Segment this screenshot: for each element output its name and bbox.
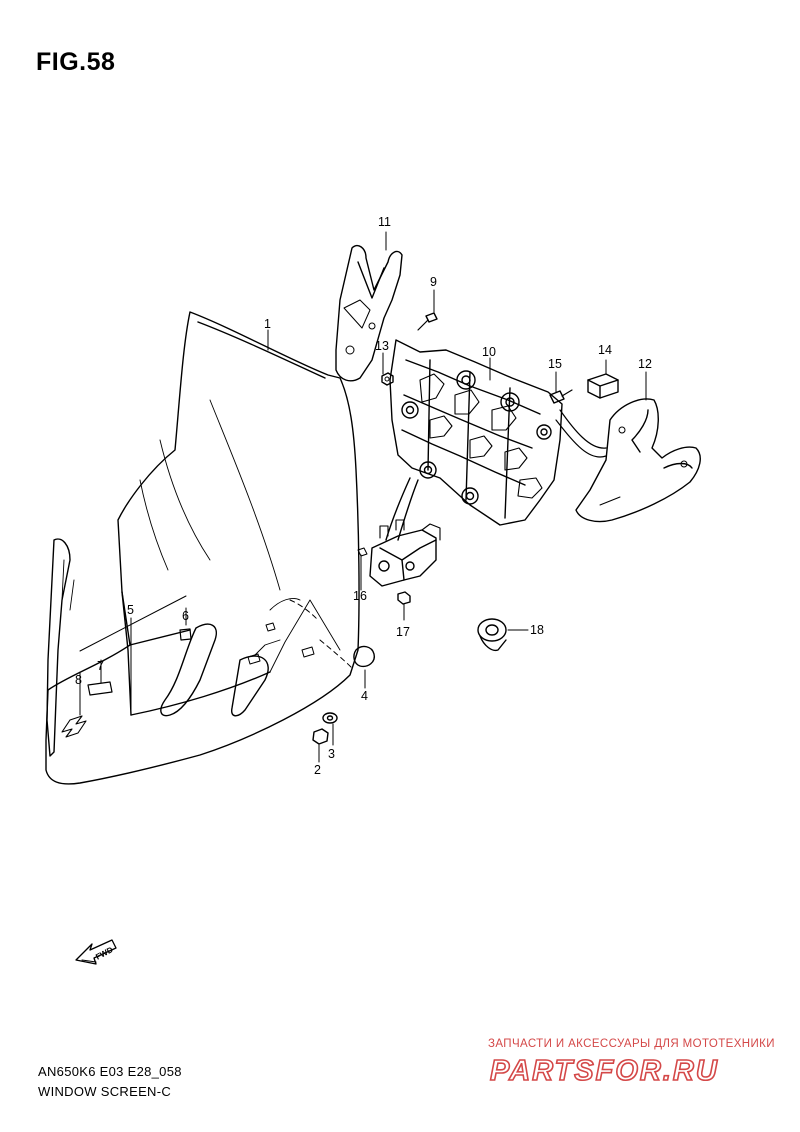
callout-14: 14 xyxy=(598,343,612,357)
nut-17-part xyxy=(397,591,411,605)
watermark-logo: PARTSFOR.RU xyxy=(489,1054,719,1086)
bolt-9-part xyxy=(417,312,438,331)
callout-7: 7 xyxy=(97,659,104,673)
callout-16: 16 xyxy=(353,589,367,603)
leader-lines xyxy=(79,231,647,763)
callout-6: 6 xyxy=(182,609,189,623)
callout-17: 17 xyxy=(396,625,410,639)
adjuster-frame-part xyxy=(385,339,607,541)
watermark-tagline: ЗАПЧАСТИ И АКСЕССУАРЫ ДЛЯ МОТОТЕХНИКИ xyxy=(488,1038,775,1050)
callout-18: 18 xyxy=(530,623,544,637)
callout-1: 1 xyxy=(264,317,271,331)
callout-2: 2 xyxy=(314,763,321,777)
washer-part xyxy=(322,712,338,724)
callout-15: 15 xyxy=(548,357,562,371)
nut-13-part xyxy=(381,372,394,386)
figure-code: AN650K6 E03 E28_058 xyxy=(38,1064,182,1079)
callout-10: 10 xyxy=(482,345,496,359)
motor-unit-part xyxy=(357,519,441,587)
screw-2-part xyxy=(312,728,329,745)
callout-4: 4 xyxy=(361,689,368,703)
clamp-part xyxy=(477,618,507,652)
callout-12: 12 xyxy=(638,357,652,371)
right-bracket-part xyxy=(575,398,701,523)
screw-15-part xyxy=(549,389,573,404)
watermark-logo-text: PARTSFOR.RU xyxy=(490,1055,719,1086)
callout-3: 3 xyxy=(328,747,335,761)
left-bracket-part xyxy=(335,244,403,382)
fwd-arrow-icon xyxy=(75,939,117,965)
figure-title: FIG.58 xyxy=(36,48,116,76)
callout-13: 13 xyxy=(375,339,389,353)
callout-8: 8 xyxy=(75,673,82,687)
pad-part xyxy=(587,373,619,399)
grommet-part xyxy=(353,645,375,668)
windscreen-part xyxy=(45,311,360,785)
callout-5: 5 xyxy=(127,603,134,617)
figure-name: WINDOW SCREEN-C xyxy=(38,1084,172,1099)
callout-9: 9 xyxy=(430,275,437,289)
callout-11: 11 xyxy=(378,215,391,229)
